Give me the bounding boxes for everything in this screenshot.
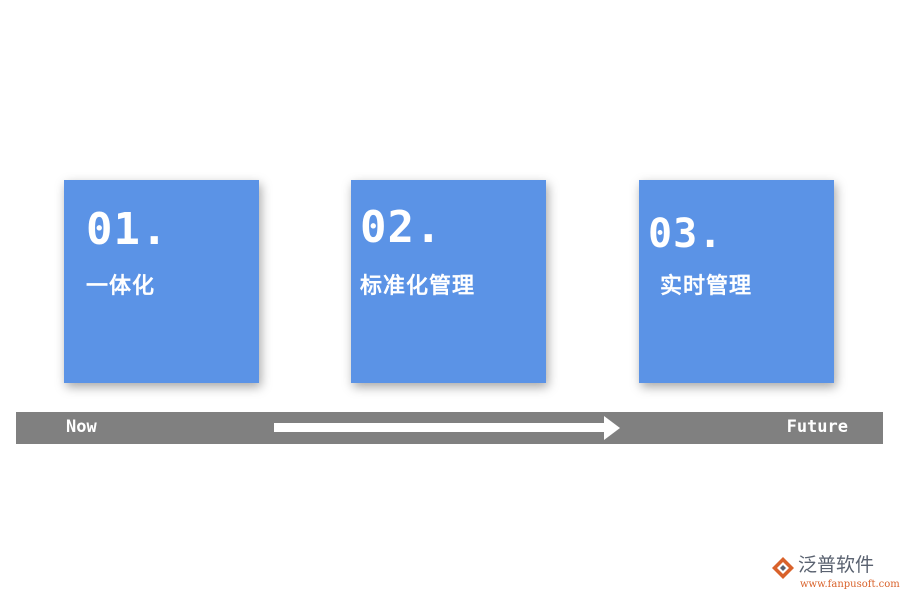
step-number: 01. xyxy=(86,204,169,255)
step-label: 一体化 xyxy=(86,274,156,299)
step-card-1: 01. 一体化 xyxy=(64,180,259,383)
logo-url: www.fanpusoft.com xyxy=(800,579,900,590)
step-number: 02. xyxy=(360,202,443,253)
logo-mark-icon xyxy=(772,557,794,579)
timeline-end-label: Future xyxy=(786,417,848,437)
timeline-start-label: Now xyxy=(66,417,97,437)
brand-logo: 泛普软件 www.fanpusoft.com xyxy=(770,553,900,595)
step-label: 实时管理 xyxy=(660,274,753,299)
step-number: 03. xyxy=(648,211,724,257)
arrow-right-icon xyxy=(604,416,620,440)
step-card-3: 03. 实时管理 xyxy=(639,180,834,383)
arrow-shaft xyxy=(274,423,604,432)
logo-name: 泛普软件 xyxy=(798,554,875,576)
step-label: 标准化管理 xyxy=(360,274,476,299)
timeline-bar: Now Future xyxy=(16,412,883,444)
step-card-2: 02. 标准化管理 xyxy=(351,180,546,383)
